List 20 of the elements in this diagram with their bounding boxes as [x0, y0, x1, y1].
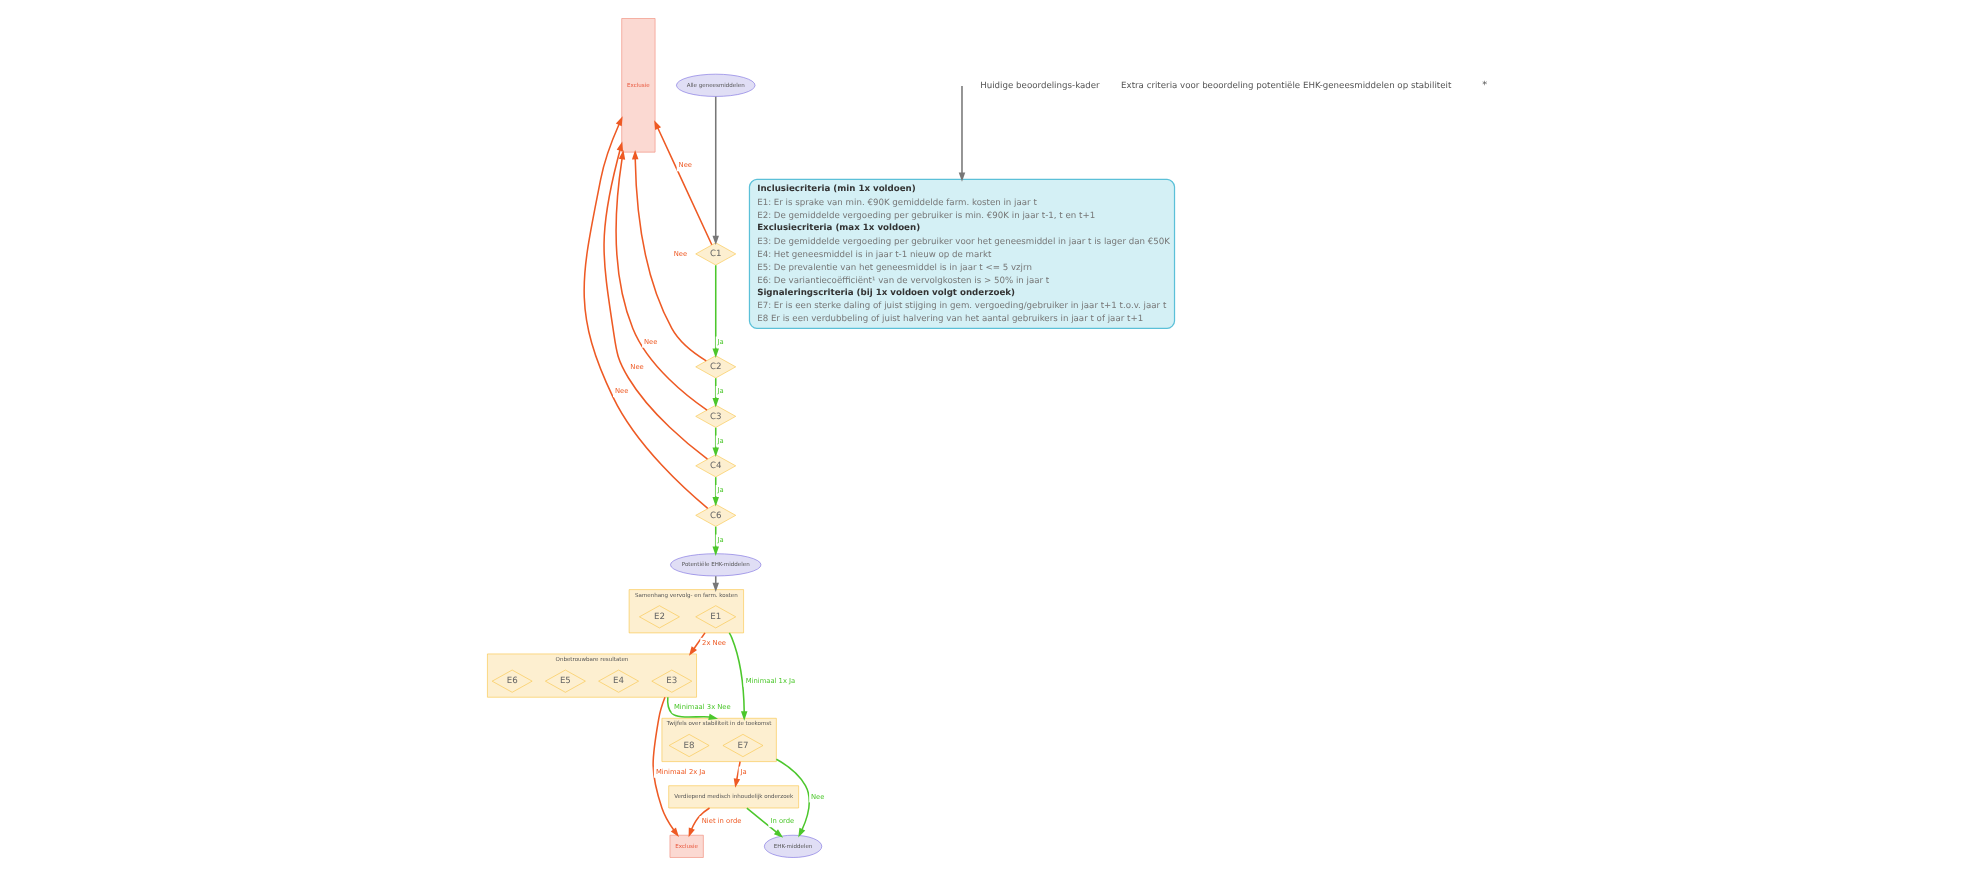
- arrow: [712, 95, 719, 245]
- arrow: [712, 476, 719, 507]
- arrow: [652, 696, 679, 838]
- arrow: [712, 426, 719, 457]
- arrow: [712, 264, 719, 358]
- arrow: [583, 116, 709, 510]
- arrow: [631, 150, 707, 362]
- arrow: [958, 85, 966, 182]
- arrow: [712, 377, 719, 408]
- arrow: [712, 575, 719, 592]
- arrow: [746, 807, 784, 838]
- arrow: [728, 632, 748, 721]
- arrow: [775, 758, 810, 838]
- arrow: [712, 525, 719, 556]
- arrow: [654, 120, 713, 246]
- arrow: [666, 696, 719, 720]
- arrow: [733, 760, 741, 788]
- arrow: [689, 632, 706, 656]
- arrow: [688, 807, 711, 838]
- arrow: [603, 141, 709, 460]
